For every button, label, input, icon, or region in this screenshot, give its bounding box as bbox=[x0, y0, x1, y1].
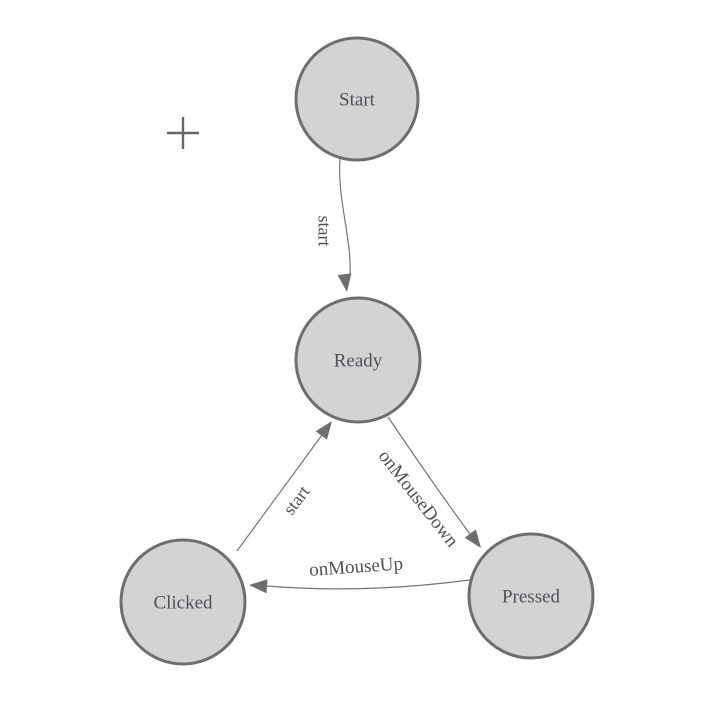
state-node-pressed-circle[interactable] bbox=[467, 532, 595, 660]
state-node-ready-circle[interactable] bbox=[294, 296, 422, 424]
arrowhead-clicked-to-ready bbox=[315, 421, 332, 440]
arrowhead-start-to-ready bbox=[337, 273, 352, 292]
state-node-ready: Ready bbox=[294, 296, 422, 424]
edge-clicked-to-ready-line[interactable] bbox=[236, 434, 323, 552]
state-node-pressed: Pressed bbox=[467, 532, 595, 660]
arrowhead-ready-to-pressed bbox=[464, 529, 481, 548]
state-node-pressed-label: Pressed bbox=[502, 587, 561, 608]
state-node-start: Start bbox=[294, 36, 420, 162]
state-node-start-circle[interactable] bbox=[294, 36, 420, 162]
edge-pressed-to-clicked: onMouseUp bbox=[249, 553, 471, 594]
edge-ready-to-pressed-line[interactable] bbox=[387, 416, 471, 535]
state-node-clicked-circle[interactable] bbox=[119, 538, 247, 666]
edge-start-to-ready: start bbox=[315, 158, 352, 292]
edge-ready-to-pressed: onMouseDown bbox=[374, 416, 481, 552]
edge-label-start-to-ready: start bbox=[315, 216, 335, 247]
state-node-start-label: Start bbox=[339, 90, 376, 111]
state-node-clicked: Clicked bbox=[119, 538, 247, 666]
edge-start-to-ready-line[interactable] bbox=[339, 158, 351, 276]
edge-pressed-to-clicked-line[interactable] bbox=[266, 579, 471, 590]
edge-clicked-to-ready: start bbox=[236, 421, 332, 552]
state-node-clicked-label: Clicked bbox=[153, 593, 213, 614]
arrowhead-pressed-to-clicked bbox=[249, 579, 268, 594]
state-node-ready-label: Ready bbox=[334, 351, 383, 372]
edge-label-pressed-to-clicked: onMouseUp bbox=[308, 553, 403, 581]
plus-crosshair-icon bbox=[167, 117, 199, 149]
